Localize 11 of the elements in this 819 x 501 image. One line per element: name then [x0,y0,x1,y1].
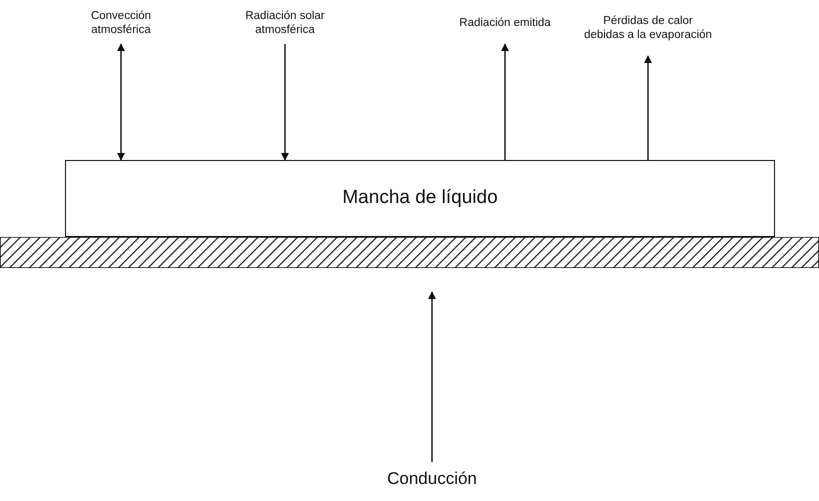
arrow [117,43,125,161]
arrow [644,55,652,160]
arrow [281,44,289,161]
heat-flow-label: Conducción [372,466,492,492]
arrow [501,43,509,160]
liquid-slick-box: Mancha de líquido [65,160,775,237]
heat-flow-label: Pérdidas de calor debidas a la evaporación [583,4,713,52]
heat-flow-label: Radiación emitida [455,6,555,40]
heat-flow-label: Radiación solar atmosférica [215,6,355,40]
heat-flow-label: Convección atmosférica [66,6,176,40]
arrow [428,291,436,462]
